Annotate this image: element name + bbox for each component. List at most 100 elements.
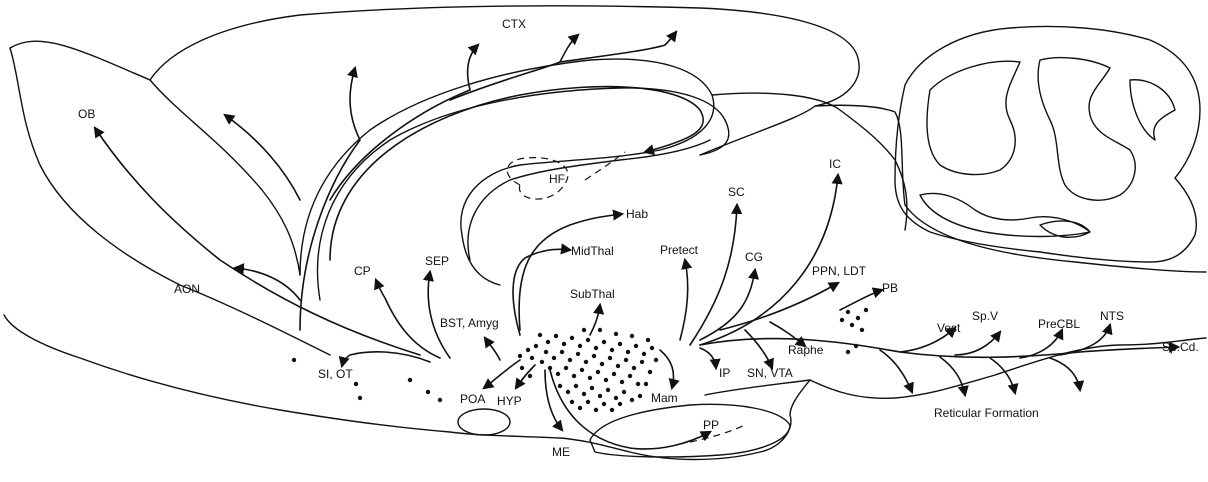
neuron-dot — [438, 398, 442, 402]
neuron-dot — [600, 362, 604, 366]
projection-main-descending — [700, 339, 1178, 358]
neuron-dot — [426, 390, 430, 394]
neuron-dot — [568, 358, 572, 362]
neuron-dot — [596, 370, 600, 374]
neuron-dot — [554, 334, 558, 338]
neuron-dot — [626, 350, 630, 354]
label-vest: Vest — [937, 321, 961, 335]
label-pp: PP — [703, 418, 719, 432]
neuron-dot — [576, 352, 580, 356]
neuron-dot — [540, 360, 544, 364]
region-labels: CTX OB HF Hab MidThal Pretect SC IC CG P… — [78, 17, 1199, 459]
neuron-dot — [850, 323, 854, 327]
projection-to-bst-amyg — [485, 338, 500, 360]
neuron-dot — [558, 384, 562, 388]
neuron-dot — [590, 386, 594, 390]
neuron-dot — [354, 382, 358, 386]
neuron-dot — [586, 400, 590, 404]
neuron-dot — [614, 332, 618, 336]
neuron-dot — [638, 394, 642, 398]
neuron-dot — [856, 316, 860, 320]
projection-to-hab — [519, 214, 622, 330]
neuron-dot — [408, 378, 412, 382]
neuron-dot — [628, 374, 632, 378]
label-aon: AON — [174, 282, 200, 296]
brainstem-upper-outline — [700, 93, 907, 230]
neuron-dot — [566, 390, 570, 394]
neuron-dot — [582, 328, 586, 332]
neuron-dot — [618, 342, 622, 346]
neuron-dot — [610, 408, 614, 412]
neuron-dot — [594, 408, 598, 412]
hippocampal-outline — [468, 140, 710, 260]
neuron-dot — [620, 380, 624, 384]
label-raphe: Raphe — [788, 343, 824, 357]
neuron-dot — [528, 374, 532, 378]
neuron-dot — [592, 354, 596, 358]
neuron-dot — [556, 372, 560, 376]
neuron-dot — [602, 402, 606, 406]
neuron-dot — [654, 358, 658, 362]
neuron-dot — [624, 358, 628, 362]
neuron-dot — [582, 392, 586, 396]
label-spv: Sp.V — [972, 309, 998, 323]
neuron-dot — [864, 308, 868, 312]
label-ic: IC — [829, 157, 841, 171]
neuron-dot — [846, 310, 850, 314]
neuron-dot — [604, 378, 608, 382]
neuron-dot — [538, 333, 542, 337]
label-sep: SEP — [425, 254, 449, 268]
label-poa: POA — [460, 392, 485, 406]
neuron-dot — [610, 348, 614, 352]
label-si-ot: SI, OT — [318, 367, 353, 381]
label-ctx: CTX — [502, 17, 526, 31]
label-mam: Mam — [651, 391, 678, 405]
neuron-dot — [564, 366, 568, 370]
projection-to-pb — [840, 290, 882, 310]
neuron-dot — [574, 384, 578, 388]
neuron-dot — [292, 358, 296, 362]
projection-to-poa — [484, 360, 520, 388]
neuron-dot — [616, 364, 620, 368]
neuron-dot — [526, 348, 530, 352]
brain-outline — [4, 6, 1206, 460]
olfactory-bulb-outline — [150, 80, 300, 275]
neuron-dot — [608, 356, 612, 360]
neuron-dot — [578, 344, 582, 348]
projection-to-ctx-2 — [330, 45, 478, 200]
cerebellum — [895, 27, 1200, 263]
neuron-dot — [594, 346, 598, 350]
label-midthal: MidThal — [571, 244, 614, 258]
neuron-dot — [846, 350, 850, 354]
label-bst-amyg: BST, Amyg — [440, 316, 499, 330]
neuron-dot — [648, 370, 652, 374]
neuron-dot — [578, 406, 582, 410]
projection-to-aon — [235, 268, 300, 300]
neuron-dot — [646, 338, 650, 342]
projection-to-sn-vta — [745, 330, 772, 368]
neuron-dot — [544, 350, 548, 354]
neuron-dot — [644, 382, 648, 386]
projection-to-ctx-frontal — [225, 115, 300, 200]
label-hf: HF — [549, 172, 565, 186]
cerebellum-folia-outline — [920, 58, 1175, 238]
projection-to-ip — [700, 348, 716, 368]
neuron-dot — [636, 382, 640, 386]
label-precbl: PreCBL — [1038, 317, 1080, 331]
neuron-dot — [614, 396, 618, 400]
neuron-dot — [552, 356, 556, 360]
neuron-dot — [622, 390, 626, 394]
projection-to-cg — [700, 270, 755, 340]
label-sn-vta: SN, VTA — [747, 366, 793, 380]
neuron-dot — [612, 372, 616, 376]
neuron-dot — [640, 360, 644, 364]
neuron-dot — [570, 400, 574, 404]
neuron-dot — [630, 398, 634, 402]
label-ip: IP — [719, 366, 730, 380]
label-hab: Hab — [626, 207, 648, 221]
neuron-dot — [546, 340, 550, 344]
neuron-dot — [534, 344, 538, 348]
label-hyp: HYP — [497, 394, 522, 408]
projection-to-cp — [376, 280, 440, 358]
neuron-dot — [530, 356, 534, 360]
